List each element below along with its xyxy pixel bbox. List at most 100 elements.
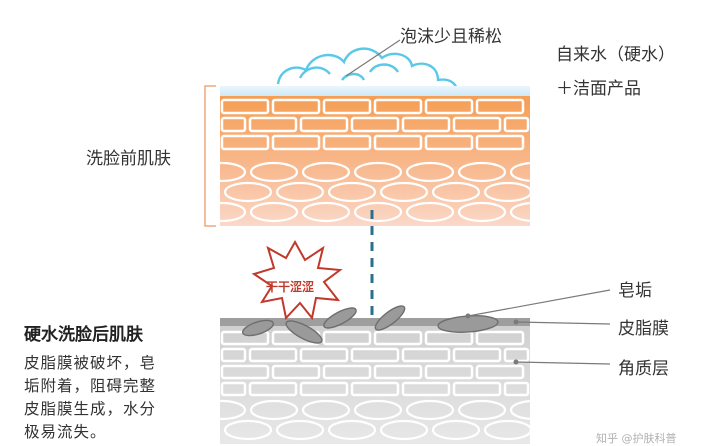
skin-cell-brick bbox=[299, 381, 349, 397]
stratum-corneum-label: 角质层 bbox=[618, 359, 669, 379]
skin-cell-brick bbox=[424, 134, 474, 151]
before-label: 洗脸前肌肤 bbox=[86, 149, 171, 169]
skin-cell-brick bbox=[248, 381, 298, 397]
skin-cell-ellipse bbox=[405, 399, 455, 421]
skin-cell-brick bbox=[220, 364, 270, 380]
skin-cell-ellipse bbox=[535, 419, 585, 441]
before-bracket bbox=[204, 85, 216, 227]
skin-cell-ellipse bbox=[301, 399, 351, 421]
skin-cell-brick bbox=[322, 134, 372, 151]
skin-cell-brick bbox=[299, 116, 349, 133]
skin-cell-ellipse bbox=[509, 201, 559, 223]
skin-cell-brick bbox=[322, 330, 372, 346]
skin-cell-ellipse bbox=[327, 181, 377, 203]
leader-dots bbox=[465, 313, 519, 365]
skin-before bbox=[197, 86, 585, 226]
skin-cell-brick bbox=[475, 330, 525, 346]
soap-scum-label: 皂垢 bbox=[618, 281, 652, 301]
skin-cell-ellipse bbox=[353, 399, 403, 421]
description-line: 皮脂膜生成，水分 bbox=[24, 400, 157, 418]
skin-cell-ellipse bbox=[249, 161, 299, 183]
skin-cell-ellipse bbox=[353, 201, 403, 223]
skin-cell-brick bbox=[401, 116, 451, 133]
skin-cell-ellipse bbox=[249, 399, 299, 421]
skin-cell-brick bbox=[452, 347, 502, 363]
skin-cell-ellipse bbox=[223, 419, 273, 441]
skin-cell-ellipse bbox=[275, 419, 325, 441]
skin-cell-brick bbox=[373, 330, 423, 346]
skin-cell-brick bbox=[475, 134, 525, 151]
soap-scum bbox=[241, 305, 499, 344]
skin-cell-brick bbox=[373, 364, 423, 380]
skin-cell-brick bbox=[401, 381, 451, 397]
skin-cell-ellipse bbox=[405, 201, 455, 223]
description-line: 极易流失。 bbox=[24, 423, 107, 441]
skin-cell-brick bbox=[271, 364, 321, 380]
skin-cell-ellipse bbox=[509, 161, 559, 183]
skin-cell-ellipse bbox=[457, 161, 507, 183]
skin-cell-ellipse bbox=[353, 161, 403, 183]
skin-cell-brick bbox=[350, 116, 400, 133]
skin-cell-ellipse bbox=[301, 201, 351, 223]
skin-cell-ellipse bbox=[197, 161, 247, 183]
leader-lines bbox=[345, 39, 611, 365]
foam-label: 泡沫少且稀松 bbox=[400, 27, 502, 47]
skin-cell-ellipse bbox=[483, 181, 533, 203]
description-line: 垢附着，阻碍完整 bbox=[24, 377, 157, 395]
hard-water-label: 自来水（硬水） bbox=[556, 45, 675, 65]
skin-cell-ellipse bbox=[249, 201, 299, 223]
skin-cell-brick bbox=[248, 116, 298, 133]
skin-cell-brick bbox=[322, 364, 372, 380]
skin-cell-ellipse bbox=[379, 181, 429, 203]
skin-cell-brick bbox=[475, 98, 525, 115]
cleanser-label: ＋洁面产品 bbox=[556, 79, 641, 99]
skin-cell-ellipse bbox=[197, 201, 247, 223]
skin-cell-brick bbox=[271, 98, 321, 115]
skin-cell-brick bbox=[373, 98, 423, 115]
dry-label: 干干涩涩 bbox=[266, 280, 315, 294]
skin-cell-ellipse bbox=[301, 161, 351, 183]
skin-cell-brick bbox=[220, 134, 270, 151]
skin-cell-ellipse bbox=[431, 419, 481, 441]
skin-cell-ellipse bbox=[197, 399, 247, 421]
after-label: 硬水洗脸后肌肤 bbox=[24, 325, 143, 345]
skin-cell-brick bbox=[452, 116, 502, 133]
skin-cell-brick bbox=[220, 381, 247, 397]
skin-cell-brick bbox=[503, 116, 530, 133]
skin-cell-ellipse bbox=[223, 181, 273, 203]
skin-cell-ellipse bbox=[483, 419, 533, 441]
skin-cell-brick bbox=[503, 381, 530, 397]
after-description: 皮脂膜被破坏，皂 垢附着，阻碍完整 皮脂膜生成，水分 极易流失。 bbox=[24, 352, 220, 444]
skin-cell-brick bbox=[401, 347, 451, 363]
skin-cell-brick bbox=[248, 347, 298, 363]
foam-bubbles bbox=[276, 47, 458, 93]
skin-cell-brick bbox=[452, 381, 502, 397]
skin-cell-ellipse bbox=[535, 181, 585, 203]
watermark: 知乎 @护肤科普 bbox=[596, 432, 677, 445]
skin-cell-ellipse bbox=[457, 201, 507, 223]
skin-cell-brick bbox=[299, 347, 349, 363]
skin-cell-ellipse bbox=[327, 419, 377, 441]
dry-starburst bbox=[251, 239, 343, 321]
skin-cell-ellipse bbox=[275, 181, 325, 203]
skin-cell-brick bbox=[350, 347, 400, 363]
skin-cell-ellipse bbox=[405, 161, 455, 183]
skin-cell-brick bbox=[271, 134, 321, 151]
skin-after bbox=[197, 318, 585, 444]
skin-cell-brick bbox=[350, 381, 400, 397]
skin-cell-brick bbox=[424, 98, 474, 115]
skin-cell-ellipse bbox=[379, 419, 429, 441]
description-line: 皮脂膜被破坏，皂 bbox=[24, 354, 157, 372]
skin-cell-brick bbox=[424, 364, 474, 380]
skin-cell-ellipse bbox=[509, 399, 559, 421]
skin-cell-ellipse bbox=[457, 399, 507, 421]
skin-cell-brick bbox=[220, 116, 247, 133]
skin-cell-brick bbox=[220, 347, 247, 363]
skin-cell-ellipse bbox=[431, 181, 481, 203]
skin-cell-brick bbox=[475, 364, 525, 380]
sebum-film-label: 皮脂膜 bbox=[618, 319, 669, 339]
skin-cell-brick bbox=[322, 98, 372, 115]
skin-cell-brick bbox=[373, 134, 423, 151]
skin-cell-brick bbox=[220, 98, 270, 115]
